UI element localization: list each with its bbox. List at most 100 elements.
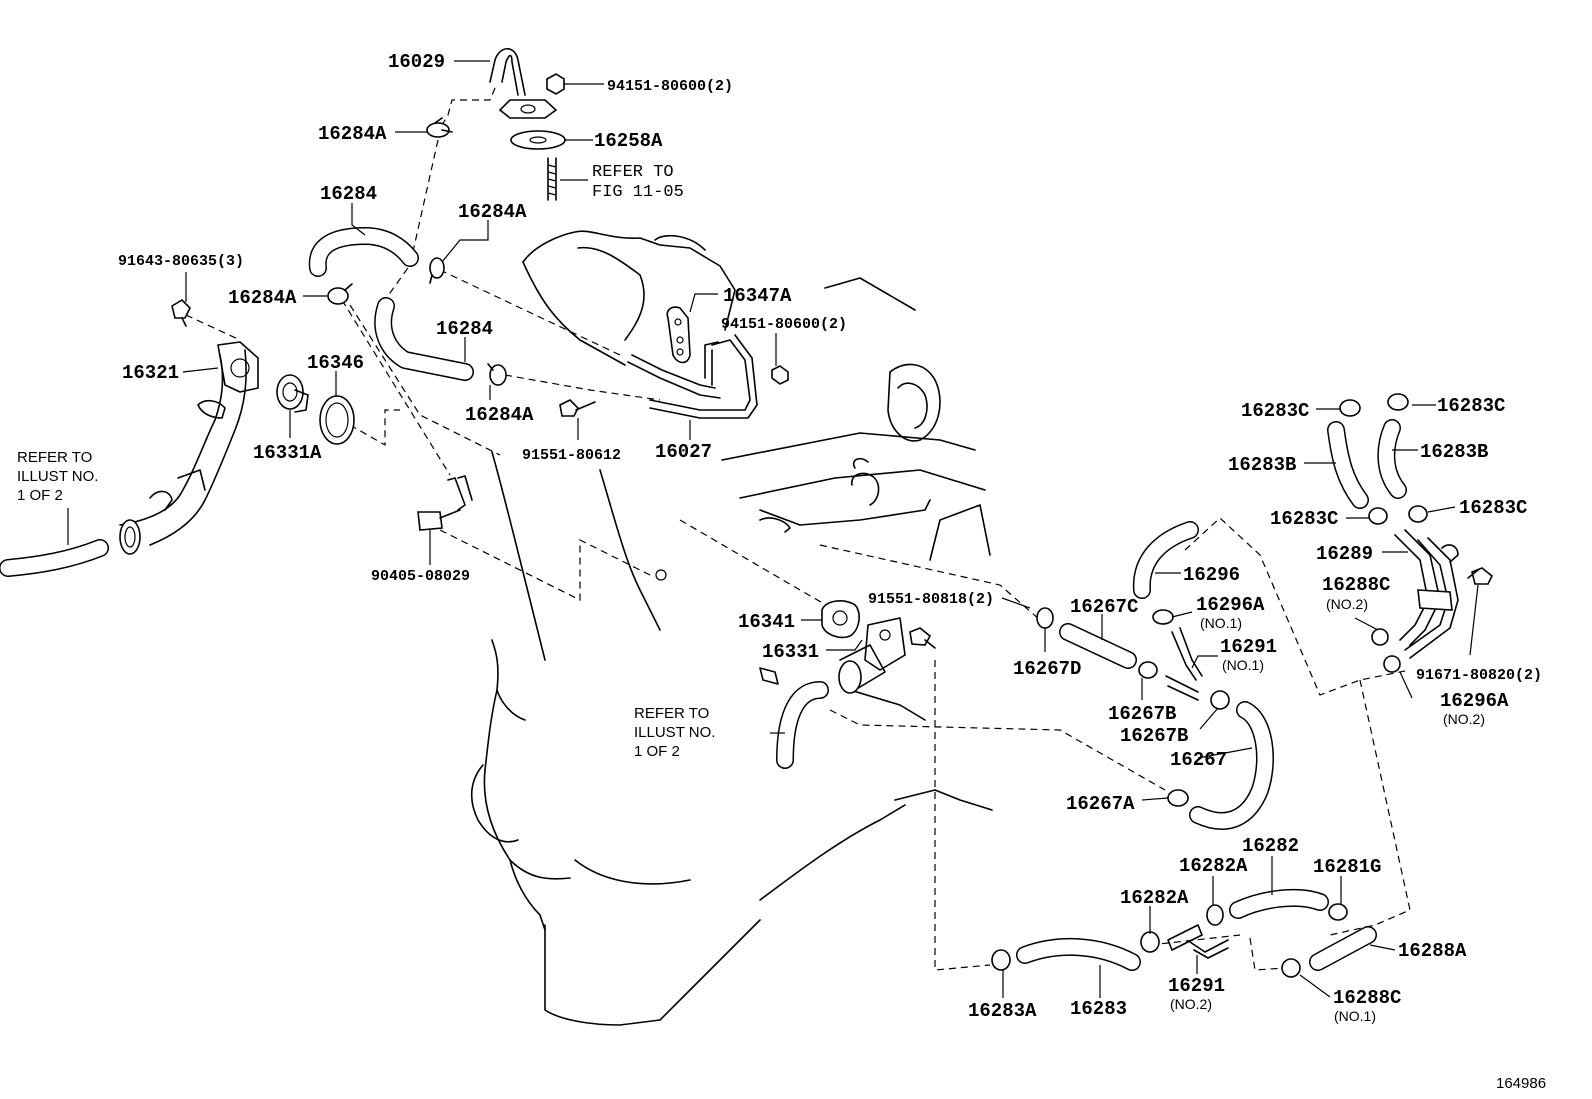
label-16347A: 16347A xyxy=(723,285,792,307)
refer-illust-left-line1: REFER TO xyxy=(17,449,92,466)
nut-94151-top xyxy=(546,73,565,95)
label-16291-a: 16291 xyxy=(1220,636,1277,658)
hose-16283B-b xyxy=(1377,419,1407,499)
refer-fig-line2: FIG 11-05 xyxy=(592,183,684,202)
pipe-16289 xyxy=(1394,529,1459,659)
label-16029: 16029 xyxy=(388,51,445,73)
nut-94151-mid xyxy=(771,365,789,385)
stud-refer-fig xyxy=(547,157,557,201)
refer-illust-center-line2: ILLUST NO. xyxy=(634,724,715,741)
label-16282A-b: 16282A xyxy=(1120,887,1189,909)
center-hose xyxy=(776,681,829,769)
label-16282A-a: 16282A xyxy=(1179,855,1248,877)
gasket-16341 xyxy=(821,600,860,639)
pipe-16291-no2 xyxy=(1167,924,1229,959)
gasket-16347A xyxy=(666,306,691,364)
label-94151-top: 94151-80600(2) xyxy=(607,78,733,95)
label-16267B-a: 16267B xyxy=(1108,703,1176,725)
water-pipe-16027 xyxy=(627,334,758,419)
union-90405 xyxy=(417,475,473,531)
thermostat-16331A xyxy=(276,374,309,413)
bolt-91551-80818 xyxy=(909,627,936,649)
label-16291-b: 16291 xyxy=(1168,975,1225,997)
gasket-16346 xyxy=(319,395,355,445)
label-16284-b: 16284 xyxy=(436,318,493,340)
label-16283C-c: 16283C xyxy=(1270,508,1338,530)
label-leader-lines xyxy=(67,60,1479,998)
bolt-91643 xyxy=(171,298,191,327)
hose-16283 xyxy=(1016,938,1141,971)
illustration-number: 164986 xyxy=(1496,1075,1546,1092)
bottom-clamps xyxy=(991,903,1348,978)
label-94151-mid: 94151-80600(2) xyxy=(721,316,847,333)
right-clamps xyxy=(1036,607,1230,807)
label-16284A-d: 16284A xyxy=(465,404,534,426)
label-91551-80818: 91551-80818(2) xyxy=(868,591,994,608)
label-16341: 16341 xyxy=(738,611,795,633)
label-16283C-d: 16283C xyxy=(1459,497,1527,519)
label-16284-a: 16284 xyxy=(320,183,377,205)
label-16283C-b: 16283C xyxy=(1437,395,1505,417)
label-16296: 16296 xyxy=(1183,564,1240,586)
label-16283C-a: 16283C xyxy=(1241,400,1309,422)
label-16284A-a: 16284A xyxy=(318,123,387,145)
clamp-16284A-a xyxy=(426,117,453,138)
label-16296A-b: 16296A xyxy=(1440,690,1509,712)
refer-illust-left-line3: 1 OF 2 xyxy=(17,487,63,504)
label-16288C-b: 16288C xyxy=(1333,987,1401,1009)
label-16267A: 16267A xyxy=(1066,793,1135,815)
hose-16282 xyxy=(1229,888,1329,919)
left-radiator-hose xyxy=(0,539,109,577)
label-16288A: 16288A xyxy=(1398,940,1467,962)
clamp-16284A-b xyxy=(429,257,445,284)
hose-16283B-a xyxy=(1327,421,1369,509)
hose-16288A xyxy=(1309,926,1377,971)
label-16283B-a: 16283B xyxy=(1228,454,1296,476)
bypass-pipe-16029 xyxy=(489,47,558,119)
label-16267D: 16267D xyxy=(1013,658,1081,680)
bolt-91551-80612 xyxy=(559,399,596,417)
label-16281G: 16281G xyxy=(1313,856,1381,878)
label-16267: 16267 xyxy=(1170,749,1227,771)
far-right-clamps xyxy=(1339,393,1428,673)
refer-illust-center-line1: REFER TO xyxy=(634,705,709,722)
label-16283: 16283 xyxy=(1070,998,1127,1020)
label-16288C-b-sub: (NO.1) xyxy=(1334,1008,1376,1024)
gasket-16258A xyxy=(510,130,566,150)
label-16282: 16282 xyxy=(1242,835,1299,857)
label-16258A: 16258A xyxy=(594,130,663,152)
label-91551-80612: 91551-80612 xyxy=(522,447,621,464)
clamp-16284A-d xyxy=(487,363,507,386)
label-16291-b-sub: (NO.2) xyxy=(1170,996,1212,1012)
label-16321: 16321 xyxy=(122,362,179,384)
refer-fig-line1: REFER TO xyxy=(592,163,674,182)
hose-16267 xyxy=(1189,701,1274,830)
hose-16284-upper xyxy=(308,227,419,277)
label-91671: 91671-80820(2) xyxy=(1416,667,1542,684)
refer-illust-left-line2: ILLUST NO. xyxy=(17,468,98,485)
hose-16284-lower xyxy=(374,297,474,381)
small-sleeve xyxy=(759,667,779,685)
label-91643: 91643-80635(3) xyxy=(118,253,244,270)
clamp-16284A-c xyxy=(327,283,353,305)
label-16267C: 16267C xyxy=(1070,596,1138,618)
label-16291-a-sub: (NO.1) xyxy=(1222,657,1264,673)
hose-16267C xyxy=(1059,623,1137,669)
label-16267B-b: 16267B xyxy=(1120,725,1188,747)
label-16331: 16331 xyxy=(762,641,819,663)
hose-16296 xyxy=(1132,521,1199,599)
label-16331A: 16331A xyxy=(253,442,322,464)
water-outlet-16331 xyxy=(838,617,906,694)
label-16346: 16346 xyxy=(307,352,364,374)
part-labels: 16029 94151-80600(2) 16284A 16258A REFER… xyxy=(17,51,1546,1092)
label-16284A-b: 16284A xyxy=(458,201,527,223)
label-16283A: 16283A xyxy=(968,1000,1037,1022)
refer-illust-center-line3: 1 OF 2 xyxy=(634,743,680,760)
label-16296A-b-sub: (NO.2) xyxy=(1443,711,1485,727)
label-16289: 16289 xyxy=(1316,543,1373,565)
pipe-16291-no1 xyxy=(1165,627,1203,701)
bolt-91671 xyxy=(1467,567,1494,585)
label-16296A-a-sub: (NO.1) xyxy=(1200,615,1242,631)
engine-block-outline xyxy=(470,230,993,1026)
